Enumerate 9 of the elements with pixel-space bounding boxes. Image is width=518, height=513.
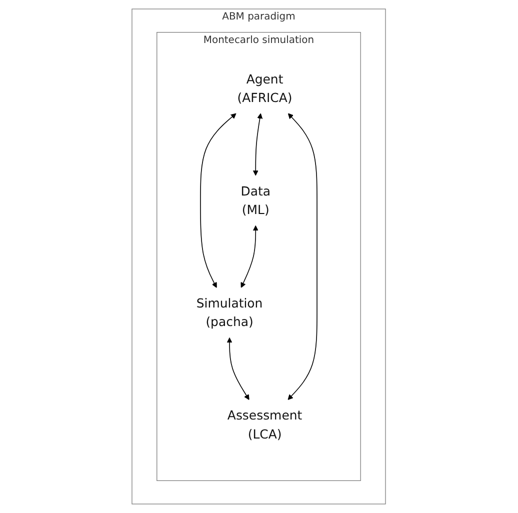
node-text: Assessment (LCA) (228, 408, 302, 442)
arrow (227, 337, 250, 400)
arrow (288, 113, 318, 400)
arrow (240, 225, 259, 288)
node-text: Data (ML) (241, 184, 271, 218)
arrow (253, 113, 263, 176)
arrow (200, 113, 236, 288)
node-text: Simulation (pacha) (196, 296, 263, 330)
node-text: Agent (AFRICA) (238, 72, 292, 106)
